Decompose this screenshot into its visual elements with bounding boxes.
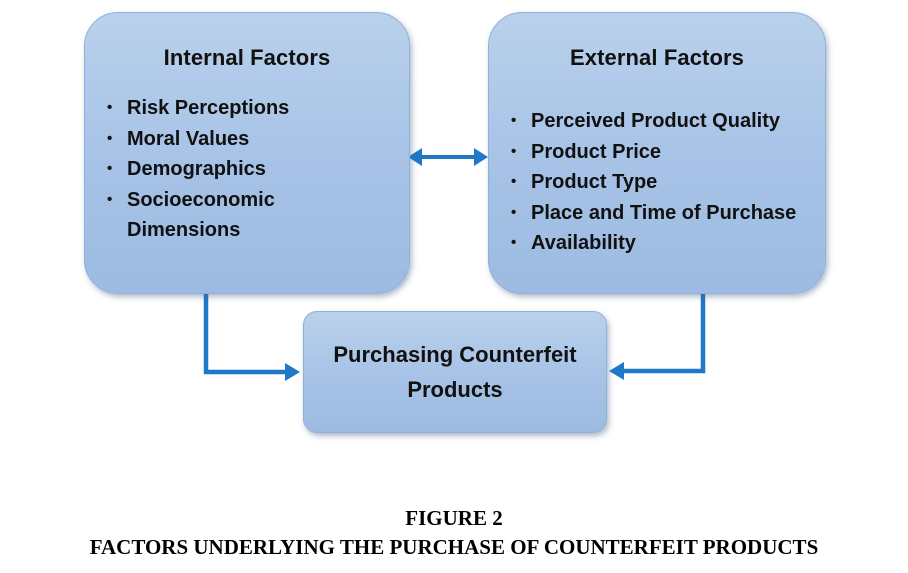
bullet-icon: • (511, 142, 517, 160)
connector-arrows (203, 148, 706, 381)
factor-label: Product Price (531, 140, 662, 163)
factors-diagram: Internal Factors • Risk Perceptions • Mo… (84, 12, 826, 433)
factor-label: Moral Values (127, 127, 250, 150)
factor-label: Demographics (127, 158, 266, 180)
list-item: • Place and Time of Purchase (507, 198, 823, 229)
list-item: • Product Price (507, 137, 823, 168)
internal-factors-list: • Risk Perceptions • Moral Values • Demo… (103, 93, 393, 246)
bullet-icon: • (511, 203, 517, 221)
internal-factors-title: Internal Factors (163, 45, 331, 70)
factor-label: Availability (531, 232, 636, 254)
list-item: • Moral Values (103, 124, 393, 155)
list-item: • Socioeconomic Dimensions (103, 185, 393, 246)
bullet-icon: • (107, 160, 113, 177)
bullet-icon: • (511, 112, 517, 129)
external-factors-title: External Factors (569, 45, 744, 70)
bidirectional-arrow (408, 148, 488, 166)
external-to-outcome-arrow (609, 293, 706, 380)
figure-label: FIGURE 2 (405, 506, 503, 530)
bullet-icon: • (107, 99, 113, 116)
list-item: • Risk Perceptions (103, 93, 393, 124)
bullet-icon: • (511, 173, 517, 190)
factor-label: Product Type (531, 171, 658, 193)
internal-factors-box: Internal Factors • Risk Perceptions • Mo… (84, 12, 410, 294)
factor-label: Place and Time of Purchase (531, 201, 797, 224)
list-item: • Perceived Product Quality (507, 106, 823, 137)
factor-label: Perceived Product Quality (531, 110, 780, 132)
list-item: • Product Type (507, 167, 823, 198)
external-factors-list: • Perceived Product Quality • Product Pr… (507, 106, 823, 259)
factor-label: Risk Perceptions (127, 97, 290, 119)
list-item: • Demographics (103, 154, 393, 185)
outcome-box: Purchasing Counterfeit Products (303, 311, 607, 433)
bullet-icon: • (511, 234, 517, 251)
outcome-title: Purchasing Counterfeit Products (333, 342, 577, 402)
list-item: • Availability (507, 228, 823, 259)
bullet-icon: • (107, 129, 113, 147)
external-factors-box: External Factors • Perceived Product Qua… (488, 12, 826, 294)
figure-caption: FACTORS UNDERLYING THE PURCHASE OF COUNT… (89, 535, 819, 559)
internal-to-outcome-arrow (203, 293, 300, 381)
factor-label: Socioeconomic Dimensions (127, 188, 275, 242)
bullet-icon: • (107, 190, 113, 208)
